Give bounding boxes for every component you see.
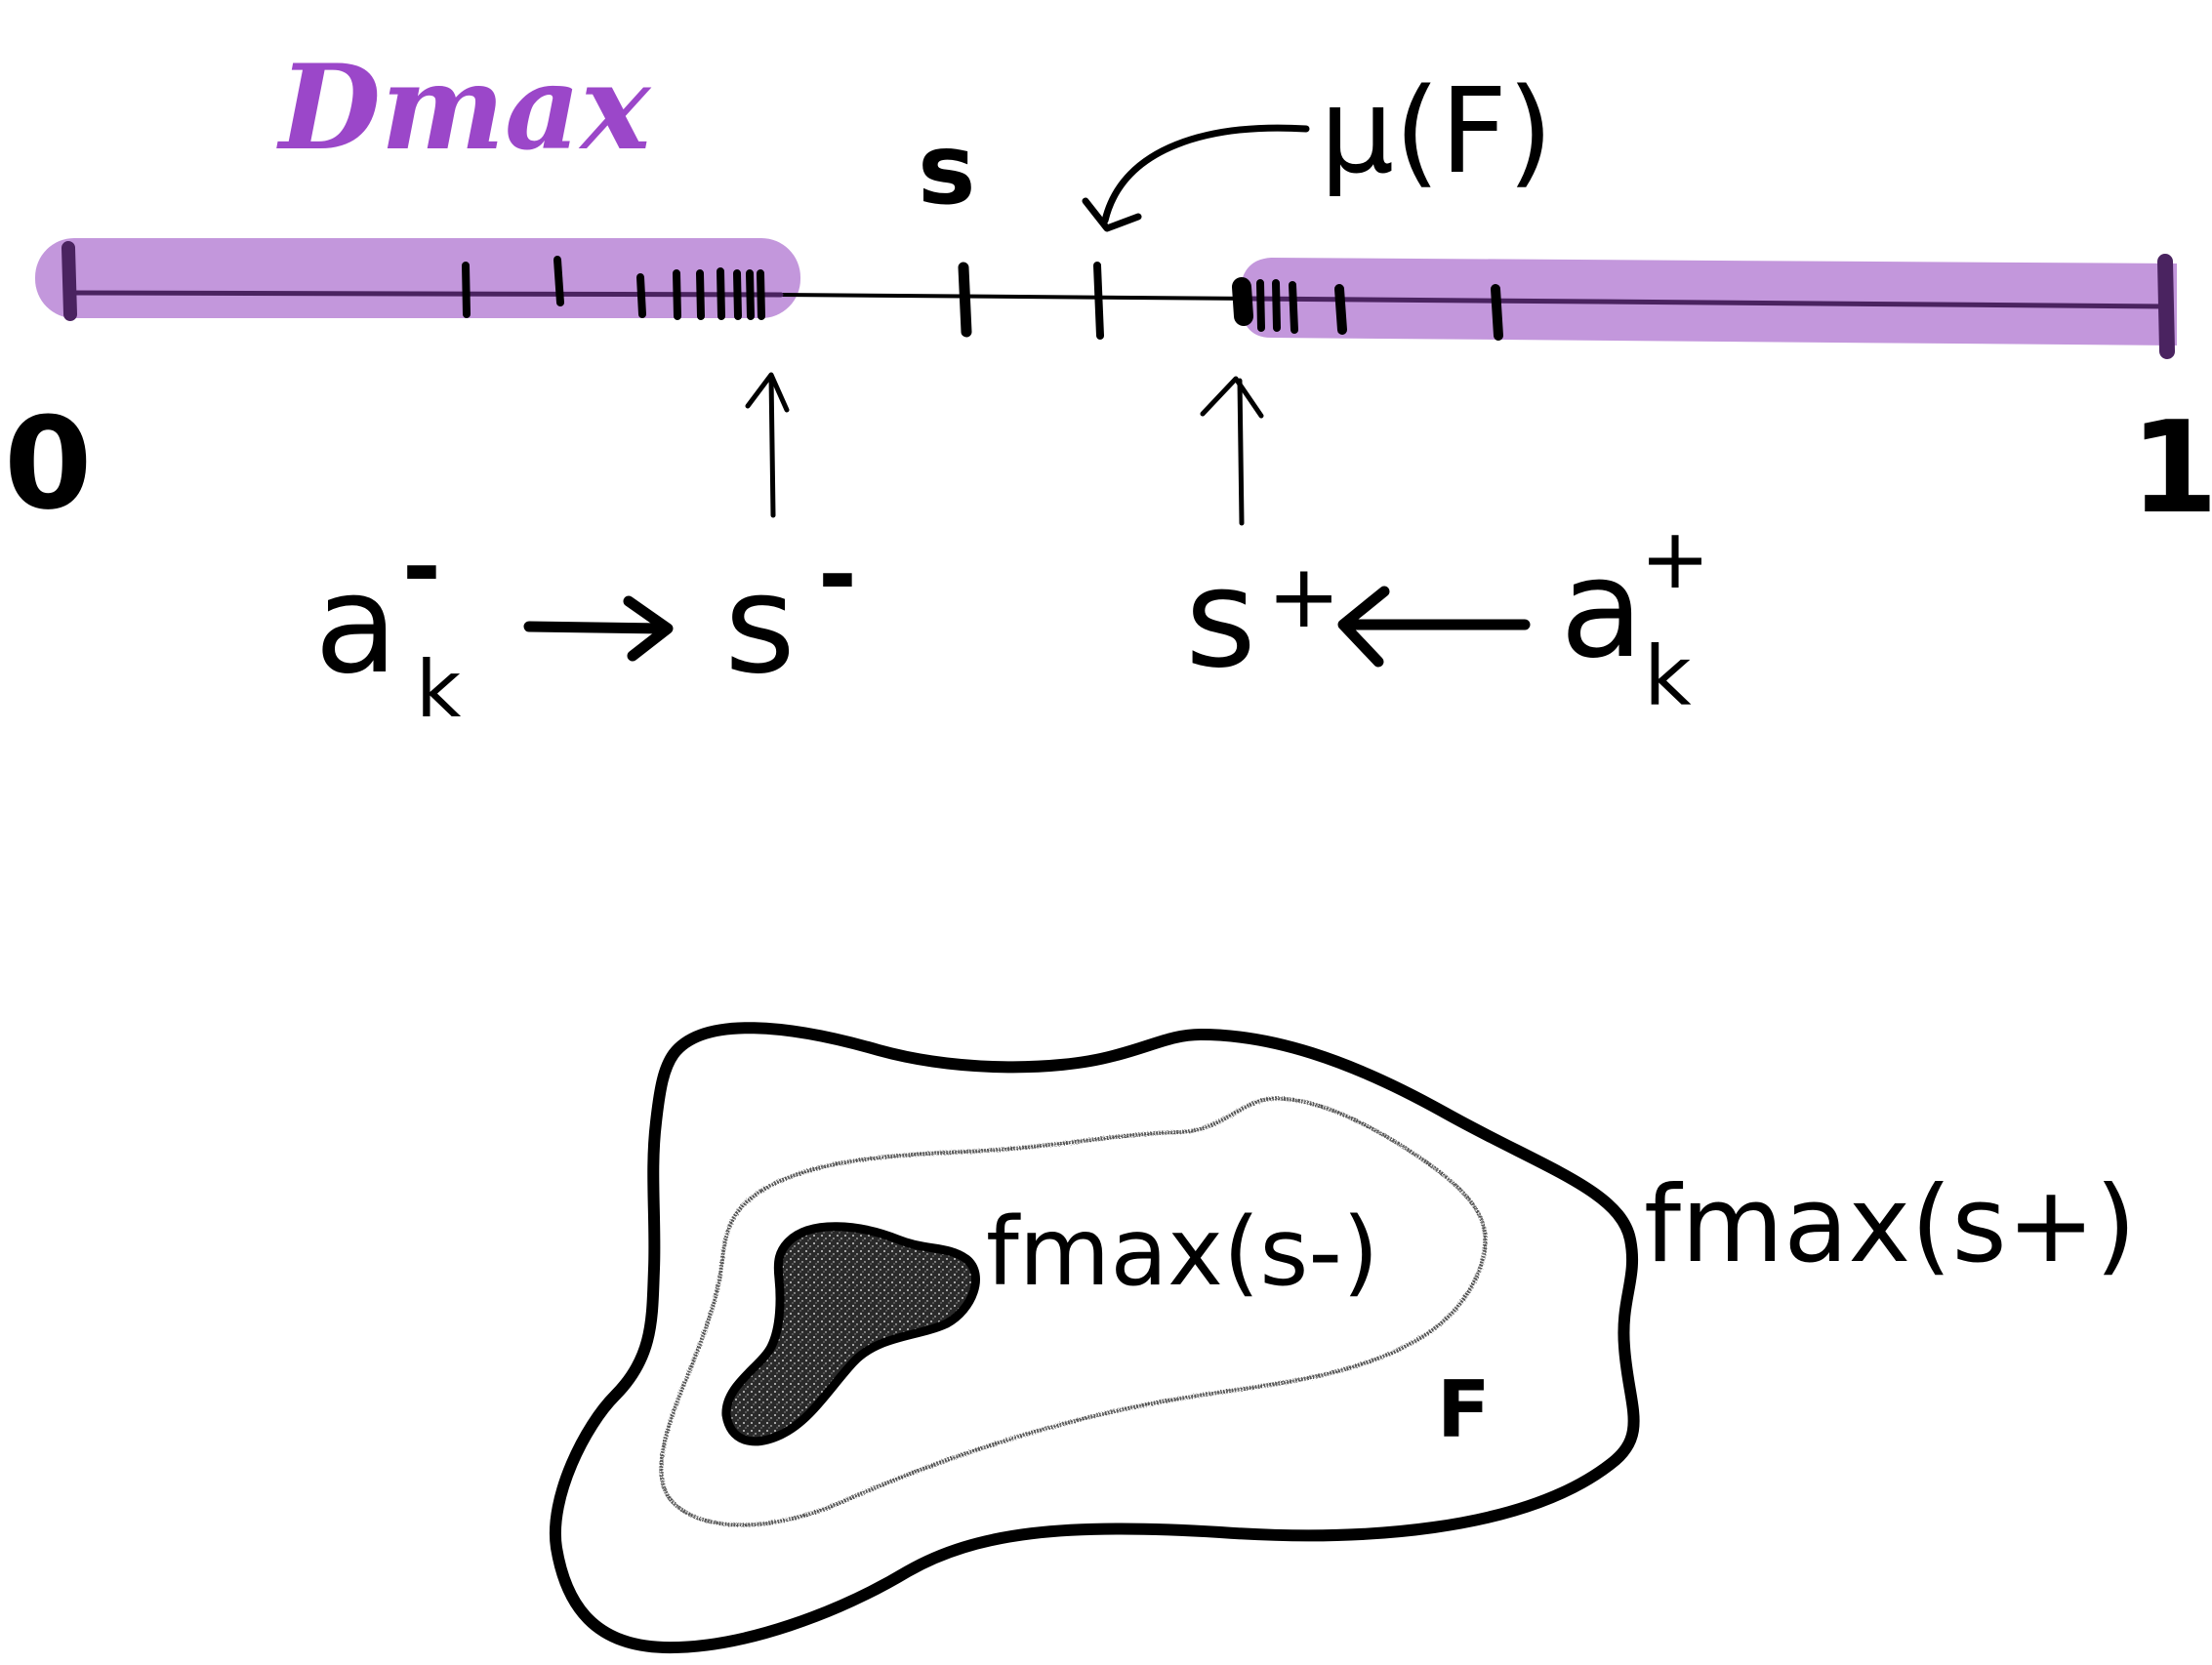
tick-s bbox=[958, 262, 972, 338]
set-f-label: F bbox=[1437, 1364, 1491, 1455]
inner-set-label: fmax(s-) bbox=[986, 1198, 1379, 1307]
tick-right-2 bbox=[1272, 279, 1281, 332]
set-f-boundary bbox=[659, 1096, 1488, 1527]
tick-left-5 bbox=[696, 269, 705, 320]
left-sequence-ticks bbox=[462, 256, 765, 320]
tick-right-limit bbox=[1232, 277, 1253, 326]
mu-arrow-head bbox=[1082, 197, 1142, 232]
tick-left-9 bbox=[757, 269, 765, 320]
arrow-up-s-plus-head bbox=[1200, 376, 1264, 419]
number-line: Dmax 0 1 s μ(F) a k - s - s + a + k bbox=[4, 39, 2212, 735]
tick-left-6 bbox=[717, 267, 725, 320]
arrow-up-s-minus bbox=[768, 374, 776, 518]
tick-right-5 bbox=[1491, 284, 1503, 341]
tick-mu bbox=[1093, 262, 1104, 340]
dmax-left-segment bbox=[35, 238, 800, 318]
label-s: s bbox=[918, 112, 976, 226]
arrow-left-head bbox=[1337, 586, 1390, 668]
seq-left-sup: - bbox=[402, 512, 441, 622]
limit-right: s + a + k bbox=[1185, 510, 1710, 724]
axis-line-highlight-left bbox=[65, 290, 784, 298]
axis-line-highlight-right bbox=[1247, 296, 2168, 309]
seq-left-sub: k bbox=[416, 644, 462, 735]
limit-left: a k - s - bbox=[314, 512, 857, 735]
seq-left-base: a bbox=[314, 546, 398, 705]
outer-set-boundary bbox=[549, 1022, 1640, 1654]
seq-right-base: a bbox=[1560, 530, 1644, 689]
arrow-right bbox=[523, 621, 670, 634]
limit-right-sup: + bbox=[1267, 546, 1340, 648]
endpoint-right-mark bbox=[2157, 254, 2175, 359]
tick-right-3 bbox=[1289, 281, 1298, 334]
endpoint-left-mark bbox=[61, 241, 77, 321]
label-mu-f: μ(F) bbox=[1320, 64, 1553, 200]
tick-right-1 bbox=[1256, 279, 1265, 332]
outer-set-label: fmax(s+) bbox=[1644, 1164, 2136, 1286]
limit-right-base: s bbox=[1185, 540, 1256, 699]
tick-left-4 bbox=[673, 269, 681, 320]
mu-arrow bbox=[1101, 124, 1310, 224]
arrow-up-s-minus-head bbox=[745, 372, 790, 413]
limit-left-sup: - bbox=[818, 520, 857, 629]
seq-right-sup: + bbox=[1640, 510, 1710, 608]
tick-left-7 bbox=[733, 269, 742, 320]
nested-sets: fmax(s-) fmax(s+) F bbox=[549, 1022, 2136, 1654]
tick-left-1 bbox=[462, 262, 471, 318]
label-one: 1 bbox=[2130, 393, 2212, 542]
tick-left-3 bbox=[636, 273, 646, 318]
inner-set-region bbox=[721, 1222, 980, 1446]
arrow-right-head bbox=[623, 595, 674, 662]
right-sequence-ticks bbox=[1232, 277, 1503, 341]
seq-right-sub: k bbox=[1644, 629, 1692, 724]
tick-left-2 bbox=[553, 256, 564, 306]
arrow-up-s-plus bbox=[1237, 378, 1245, 526]
limit-left-base: s bbox=[724, 546, 796, 705]
tick-left-8 bbox=[746, 269, 755, 320]
tick-right-4 bbox=[1334, 284, 1347, 335]
dmax-title: Dmax bbox=[276, 39, 652, 177]
label-zero: 0 bbox=[4, 389, 92, 538]
